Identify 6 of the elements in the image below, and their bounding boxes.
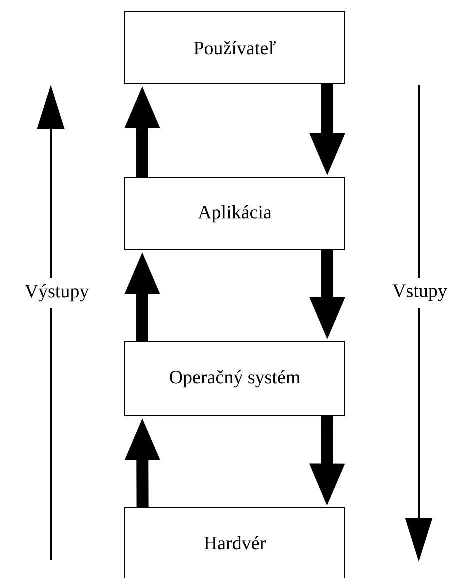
layer-box: Aplikácia xyxy=(124,178,346,250)
layer-box: Hardvér xyxy=(124,508,346,578)
side-label: Výstupy xyxy=(25,284,90,302)
side-label: Vstupy xyxy=(392,284,448,302)
layer-box: Operačný systém xyxy=(124,342,346,416)
layer-box: Používateľ xyxy=(124,12,346,84)
